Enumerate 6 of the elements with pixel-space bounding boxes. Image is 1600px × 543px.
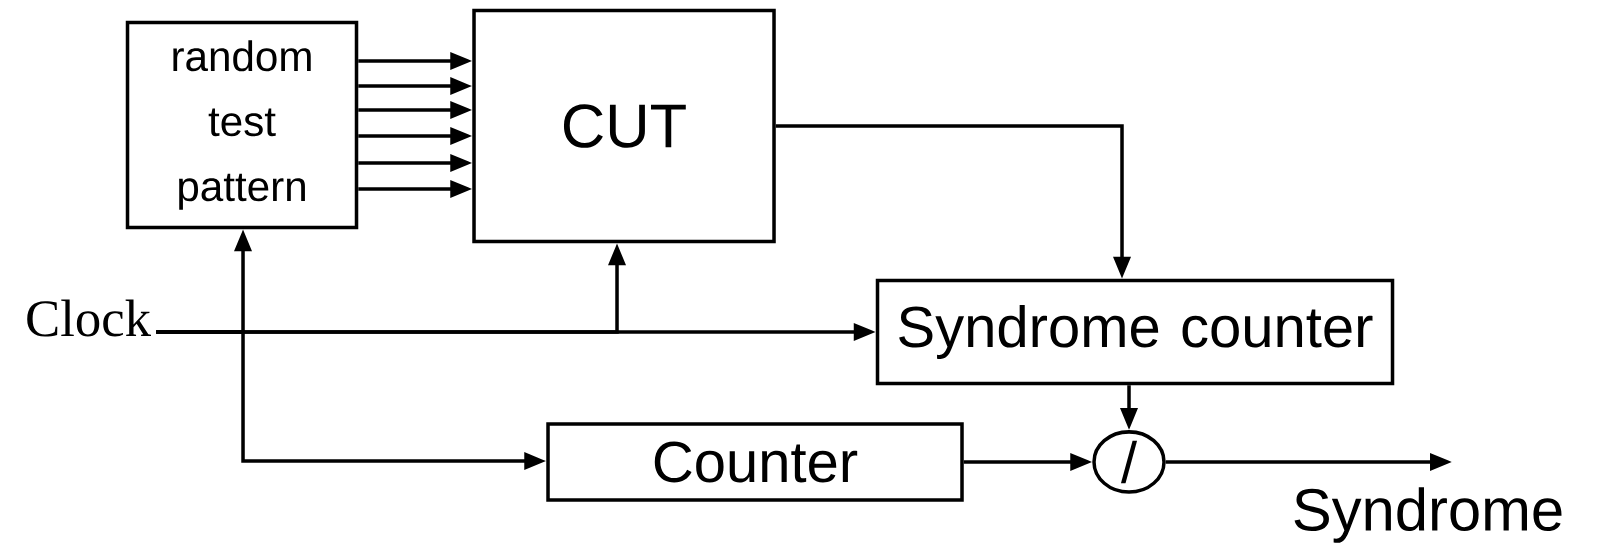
input-label: Clock [27,299,151,337]
counter-box: Syndrome counter [875,278,1395,386]
counter-box: Counter [546,422,964,502]
pattern-generator-box: random test pattern [125,20,359,230]
output-label: Syndrome [1294,487,1562,543]
circuit-box: CUT [472,8,776,244]
